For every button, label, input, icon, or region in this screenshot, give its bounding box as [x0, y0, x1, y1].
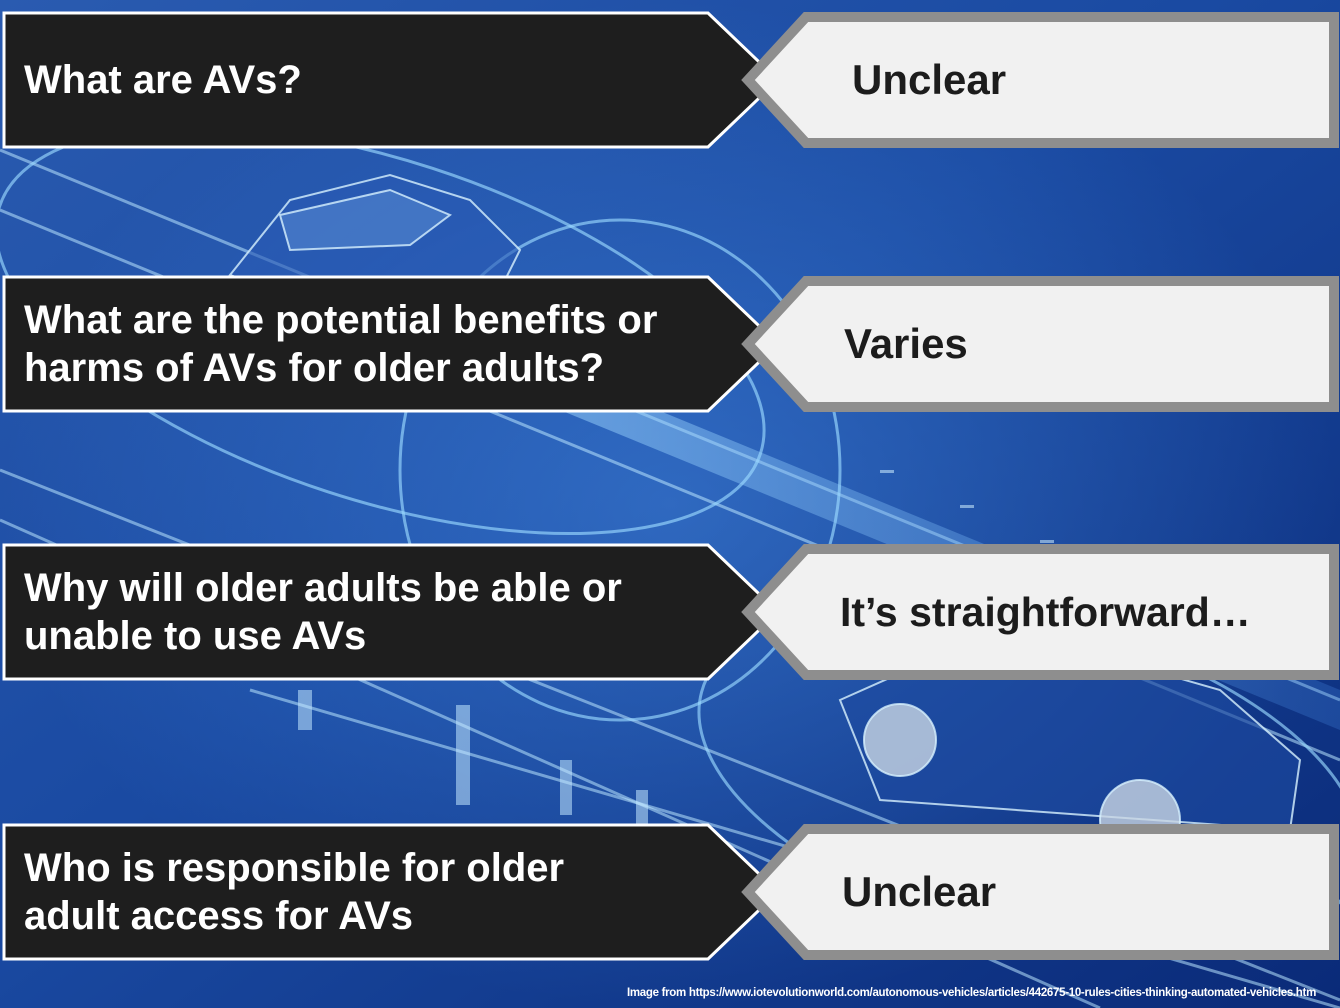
answer-3-text: It’s straightforward…	[840, 589, 1251, 635]
answer-2-text: Varies	[844, 320, 968, 367]
image-credit: Image from https://www.iotevolutionworld…	[626, 987, 1316, 999]
question-2-text: What are the potential benefits or harms…	[24, 298, 658, 390]
answer-1-box	[741, 12, 1339, 148]
answer-1-text: Unclear	[852, 56, 1007, 103]
question-4-box	[2, 823, 781, 961]
answer-4-box	[741, 824, 1339, 960]
answer-3-box	[741, 544, 1339, 680]
answer-2-box	[741, 276, 1339, 412]
question-1-box	[2, 11, 781, 149]
question-3-box	[2, 543, 781, 681]
question-4-text: Who is responsible for older adult acces…	[24, 846, 565, 938]
row-3: Why will older adults be able or unable …	[0, 543, 1340, 681]
row-1: What are AVs? Unclear	[0, 11, 1340, 149]
answer-4-text: Unclear	[842, 868, 997, 915]
question-2-box	[2, 275, 781, 413]
question-3-text: Why will older adults be able or unable …	[24, 566, 622, 658]
row-4: Who is responsible for older adult acces…	[0, 823, 1340, 961]
question-1-text: What are AVs?	[24, 58, 302, 102]
row-2: What are the potential benefits or harms…	[0, 275, 1340, 413]
